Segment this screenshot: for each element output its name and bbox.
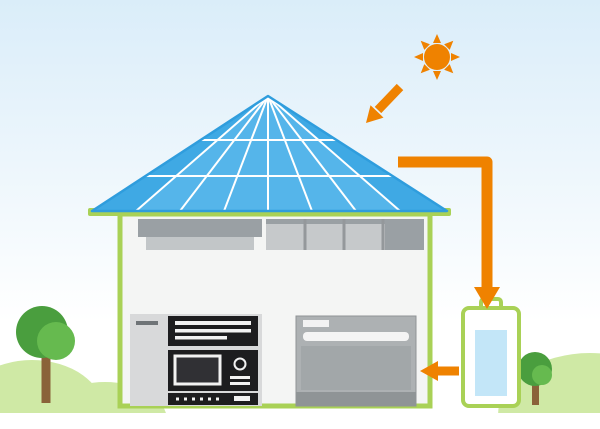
- tree-right-trunk: [532, 378, 539, 405]
- vent-line: [175, 329, 251, 333]
- roof-seam-line: [223, 95, 269, 212]
- ground-margin: [0, 413, 600, 429]
- roof-seam-line: [267, 95, 401, 212]
- bush-right-mound: [498, 353, 600, 429]
- arrow-roof-to-battery-head: [474, 287, 500, 309]
- tree-right: [518, 352, 552, 405]
- dishwasher-kick-plate: [296, 392, 416, 406]
- button-row: [230, 382, 250, 385]
- upstairs-window-dark-pane: [385, 224, 424, 250]
- sun-rays: [414, 34, 460, 80]
- microwave-door-window: [173, 354, 222, 386]
- roof-outline: [90, 94, 449, 213]
- dishwasher: [295, 315, 417, 407]
- tree-left: [16, 306, 75, 403]
- arrow-sun-to-roof-shaft: [374, 83, 404, 114]
- battery-charge-cell: [475, 330, 507, 396]
- vent-line: [175, 321, 251, 325]
- solar-panel-roof: [90, 94, 449, 213]
- second-floor: [138, 219, 424, 250]
- arrow-battery-to-house: [420, 361, 459, 381]
- tree-left-trunk: [41, 350, 51, 403]
- arrow-roof-to-battery: [398, 156, 500, 309]
- arrow-sun-to-roof: [366, 83, 404, 123]
- dishwasher-front-panel: [301, 346, 411, 390]
- roof-seam-line: [135, 95, 269, 212]
- bush-right: [498, 353, 600, 429]
- button-row: [230, 376, 250, 379]
- roof-seam-line: [267, 95, 313, 212]
- base-strip-switch: [234, 396, 250, 401]
- range-hood-canopy: [138, 219, 262, 237]
- cabinet-handle: [136, 321, 158, 325]
- energy-flow-arrows: [366, 83, 500, 381]
- storage-battery: [461, 297, 521, 408]
- appliance-vent-lines: [175, 321, 251, 340]
- roof-seam-line: [267, 95, 357, 212]
- roof-panel-face: [92, 96, 447, 211]
- roof-panel-seams: [135, 95, 401, 212]
- arrow-battery-to-house-head: [420, 361, 438, 381]
- dishwasher-handle: [303, 332, 409, 341]
- upstairs-window-dividers: [303, 219, 385, 250]
- tree-left-foliage-light: [37, 322, 75, 360]
- arrow-sun-to-roof-head: [366, 105, 384, 123]
- oven-buttons: [230, 376, 250, 385]
- house: [88, 94, 451, 409]
- oven-knob: [233, 357, 247, 371]
- oven-stove-unit: [130, 314, 262, 406]
- vent-line: [175, 336, 227, 340]
- dishwasher-control-display: [303, 320, 329, 327]
- tree-right-foliage-light: [532, 365, 552, 385]
- range-hood-body: [146, 237, 254, 250]
- roof-seam-line: [179, 95, 269, 212]
- sun-icon: [414, 34, 460, 80]
- arrow-roof-to-battery-shaft: [398, 156, 493, 288]
- sun-core: [424, 44, 450, 70]
